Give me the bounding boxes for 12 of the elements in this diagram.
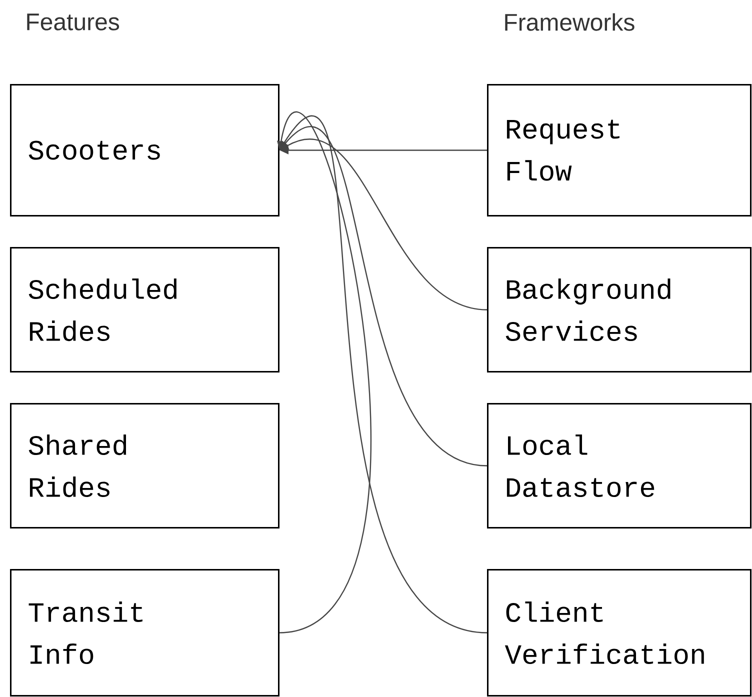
feature-box: Transit Info bbox=[10, 569, 280, 696]
arrow bbox=[280, 118, 488, 634]
feature-box: Request Flow bbox=[487, 84, 752, 216]
feature-box: Scheduled Rides bbox=[10, 247, 280, 372]
column-heading: Features bbox=[27, 14, 120, 30]
feature-box: Shared Rides bbox=[10, 403, 280, 528]
arrow bbox=[280, 127, 488, 466]
feature-box: Local Datastore bbox=[487, 403, 752, 528]
feature-box: Background Services bbox=[487, 247, 752, 372]
column-heading: Frameworks bbox=[505, 13, 634, 31]
feature-box: Scooters bbox=[10, 84, 280, 216]
feature-box: Client Verification bbox=[487, 569, 752, 696]
